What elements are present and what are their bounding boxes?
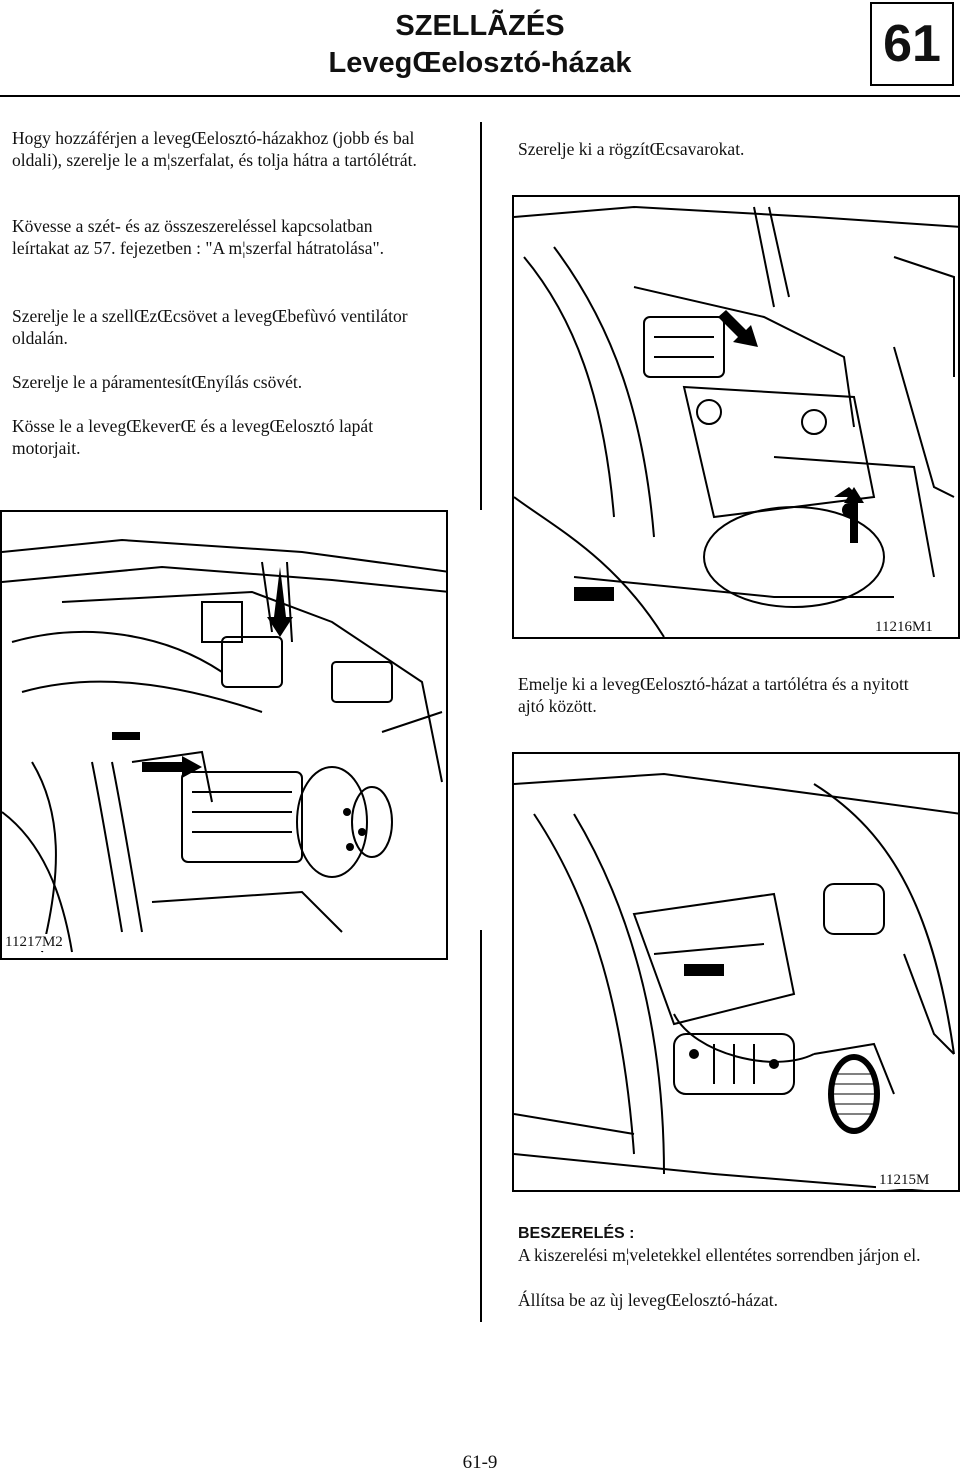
- figure-code-11216M1: 11216M1: [872, 619, 936, 636]
- step-remove-bolts: Szerelje ki a rögzítŒcsavarokat.: [518, 139, 745, 159]
- reassembly-heading: BESZERELÉS :: [518, 1225, 635, 1242]
- paragraph-motors: Kösse le a levegŒkeverŒ és a levegŒelosz…: [12, 416, 374, 458]
- technical-illustration-housing: [514, 772, 958, 1190]
- column-divider-top: [480, 122, 482, 510]
- column-divider-bottom: [480, 930, 482, 1322]
- paragraph-follow: Kövesse a szét- és az összeszereléssel k…: [12, 216, 384, 258]
- figure-code-11217M2: 11217M2: [2, 934, 66, 951]
- step-lift-out-housing: Emelje ki a levegŒelosztó-házat a tartól…: [518, 674, 909, 716]
- figure-11215M: 11215M: [512, 752, 960, 1192]
- page-number: 61-9: [462, 1452, 498, 1473]
- figure-code-11215M: 11215M: [876, 1172, 933, 1189]
- page-title-line1: SZELLÃZÉS: [395, 10, 565, 42]
- page-title-line2: LevegŒelosztó-házak: [328, 47, 632, 79]
- reassembly-step-adjust: Állítsa be az ùj levegŒelosztó-házat.: [518, 1290, 778, 1310]
- paragraph-vent-hose: Szerelje le a szellŒzŒcsövet a levegŒbef…: [12, 306, 408, 348]
- figure-11216M1: 11216M1: [512, 195, 960, 639]
- paragraph-access: Hogy hozzáférjen a levegŒelosztó-házakho…: [12, 128, 417, 170]
- paragraph-defrost-hose: Szerelje le a páramentesítŒnyílás csövét…: [12, 372, 303, 392]
- chapter-number-box: 61: [870, 2, 954, 86]
- header-rule: [0, 95, 960, 97]
- reassembly-step-reverse: A kiszerelési m¦veletekkel ellentétes so…: [518, 1245, 921, 1265]
- figure-11217M2: 11217M2: [0, 510, 448, 960]
- technical-illustration-bolts: [514, 205, 958, 637]
- technical-illustration-motors: [2, 538, 446, 953]
